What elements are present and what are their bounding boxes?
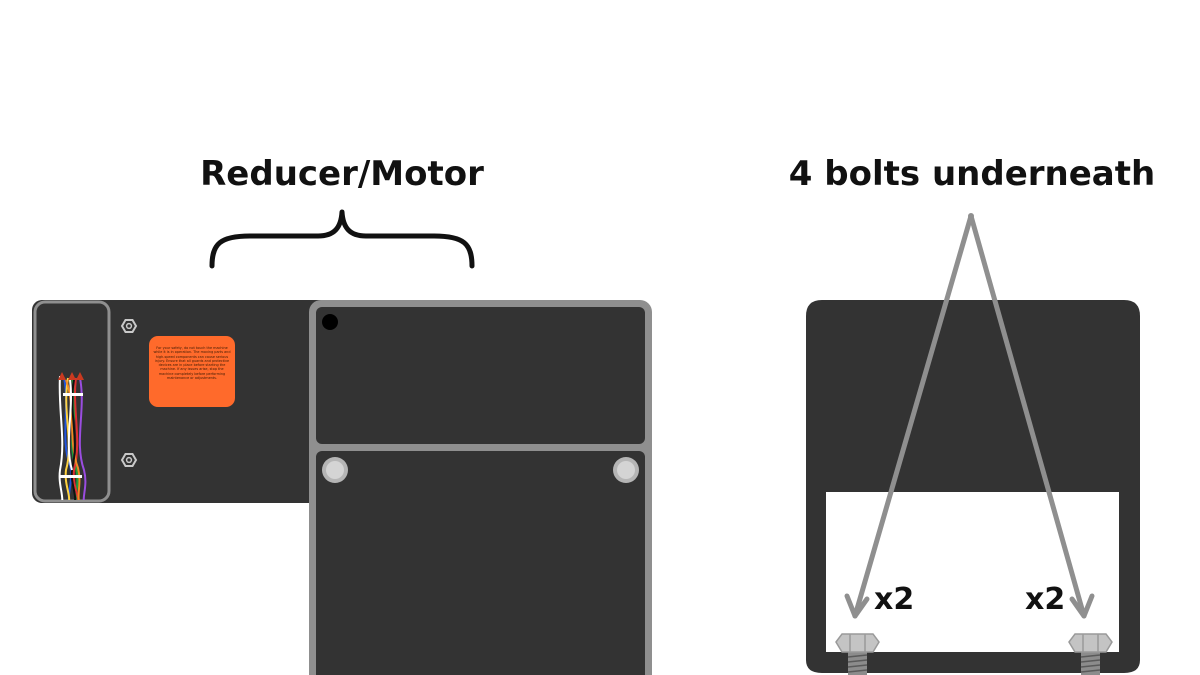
motor-lower-panel: [316, 451, 645, 675]
cable-tie: [60, 475, 82, 478]
bolt-count-left: x2: [874, 582, 915, 617]
wire-terminal: [58, 372, 66, 380]
wire-terminal: [76, 372, 84, 380]
arrow-down-icon: [968, 213, 1095, 619]
bolt-head: [322, 457, 348, 483]
wire-bundle: [58, 375, 87, 500]
wiring-compartment: [33, 300, 111, 503]
wire-terminal: [68, 372, 76, 380]
hex-nut-icon: [120, 319, 138, 333]
hex-bolt-icon: [835, 633, 880, 675]
reducer-motor-label: Reducer/Motor: [200, 154, 484, 194]
motor-port-hole: [322, 314, 338, 330]
hex-bolt-icon: [1068, 633, 1113, 675]
warning-label: [149, 336, 235, 407]
curly-brace-icon: [209, 209, 475, 269]
arrow-origin: [968, 213, 974, 219]
bolt-head: [613, 457, 639, 483]
bolts-underneath-label: 4 bolts underneath: [788, 154, 1156, 194]
hex-nut-icon: [120, 453, 138, 467]
arrow-down-icon: [844, 213, 974, 619]
bolt-count-right: x2: [1025, 582, 1066, 617]
motor-upper-panel: [316, 307, 645, 444]
cable-tie: [63, 393, 83, 396]
warning-label-text: For your safety, do not touch the machin…: [153, 346, 231, 381]
